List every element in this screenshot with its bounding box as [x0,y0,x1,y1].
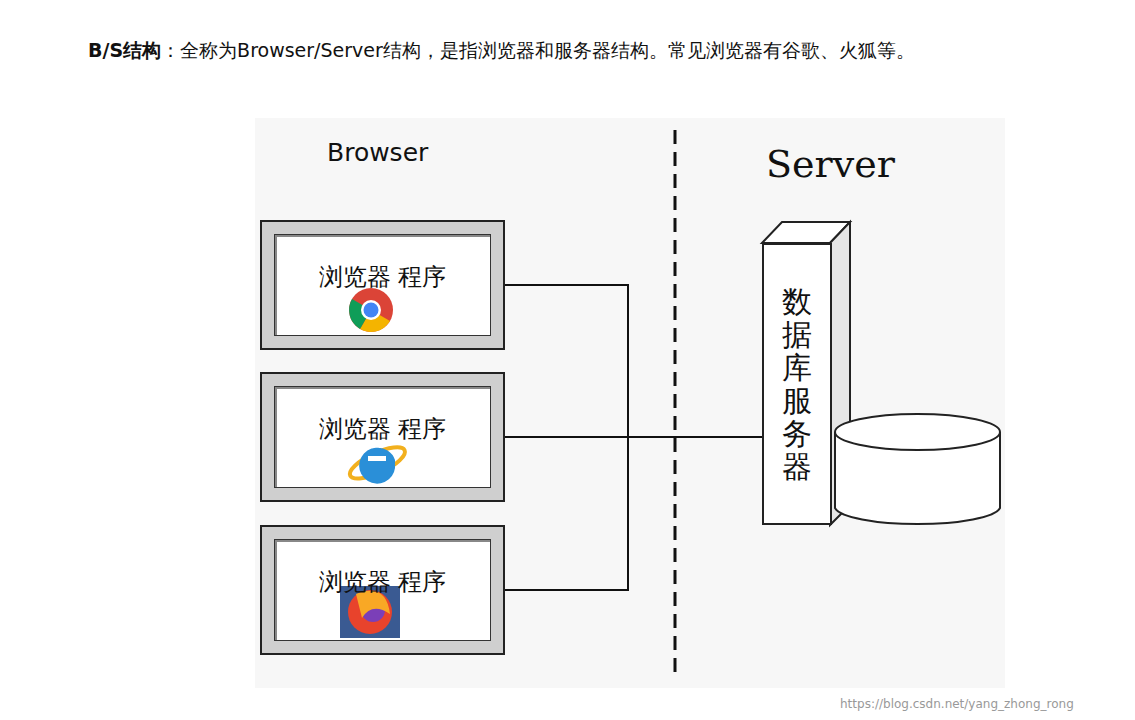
browser-box: 浏览器 程序 [260,372,505,502]
browser-box: 浏览器 程序 [260,220,505,350]
heading-line: B/S结构：全称为Browser/Server结构，是指浏览器和服务器结构。常见… [88,38,915,64]
watermark: https://blog.csdn.net/yang_zhong_rong [840,697,1074,711]
firefox-tile [340,586,400,638]
connector-line [505,285,762,437]
ie-letter [359,448,395,484]
firefox-tail [356,591,390,618]
ie-bar [368,456,386,461]
chrome-ring [361,300,381,320]
cylinder-top [835,414,1000,450]
vertical-label: 数据库服务器 [782,285,812,483]
box-label: 浏览器 程序 [275,566,490,598]
side-label: Server [766,142,895,186]
box-label: 浏览器 程序 [275,261,490,293]
connector-line [505,437,762,590]
description-text: ：全称为Browser/Server结构，是指浏览器和服务器结构。常见浏览器有谷… [161,39,915,61]
ie-ring [346,441,409,484]
side-label: Browser [327,138,428,167]
divider-line [674,130,677,680]
title: B/S结构 [88,39,161,61]
browser-box: 浏览器 程序 [260,525,505,655]
chrome-center [364,303,379,318]
figure-ground [255,118,1005,688]
server-pillar: 数据库服务器 [762,243,832,525]
chrome-icon [349,288,393,332]
firefox-fox [348,590,392,634]
box-label: 浏览器 程序 [275,413,490,445]
